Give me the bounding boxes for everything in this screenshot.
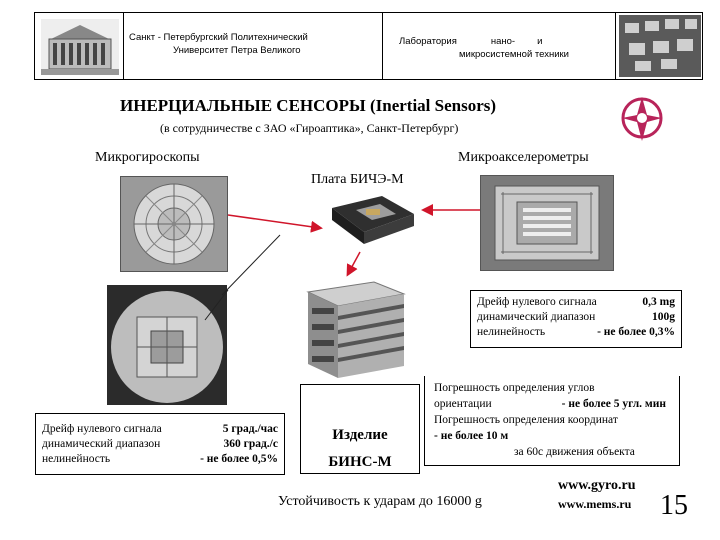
- url-mems[interactable]: www.mems.ru: [558, 497, 632, 511]
- gyros-label: Микрогироскопы: [95, 150, 200, 165]
- accuracy-spec-box: Погрешность определения углов ориентации…: [428, 376, 672, 462]
- line-gyro-to-wafer: [221, 234, 281, 296]
- arrow-gyro-to-board: [227, 214, 323, 233]
- accuracy-frame: [424, 376, 680, 466]
- page-title: ИНЕРЦИАЛЬНЫЕ СЕНСОРЫ (Inertial Sensors): [120, 96, 497, 115]
- company-logo-icon: [620, 95, 664, 145]
- microchip-photo: [619, 15, 701, 77]
- page-subtitle: (в сотрудничестве с ЗАО «Гироаптика», Са…: [160, 121, 459, 135]
- url-gyro[interactable]: www.gyro.ru: [558, 478, 636, 493]
- product-label-2: БИНС-М: [328, 454, 392, 470]
- university-building-image: [41, 19, 119, 75]
- product-box: Изделие БИНС-М: [300, 384, 420, 474]
- header-divider-3: [615, 13, 616, 79]
- microgyroscope-photo: [120, 176, 228, 272]
- page-number: 15: [660, 490, 688, 521]
- board-photo: [322, 190, 422, 250]
- accels-label: Микроакселерометры: [458, 150, 589, 165]
- bins-m-device-photo: [296, 278, 416, 382]
- shock-resistance-text: Устойчивость к ударам до 16000 g: [278, 494, 482, 509]
- university-name: Санкт - Петербургский Политехнический Ун…: [129, 32, 308, 56]
- header-frame: Санкт - Петербургский Политехнический Ун…: [34, 12, 703, 80]
- product-label-1: Изделие: [332, 427, 388, 443]
- microaccelerometer-photo: [480, 175, 614, 271]
- wafer-photo: [107, 285, 227, 405]
- board-label: Плата БИЧЭ-М: [311, 172, 404, 187]
- gyro-spec-row: нелинейность- не более 0,5%: [42, 453, 278, 465]
- header-divider-1: [123, 13, 124, 79]
- accel-spec-row: нелинейность- не более 0,3%: [477, 326, 675, 338]
- header-divider-2: [382, 13, 383, 79]
- arrow-board-to-device: [346, 251, 361, 277]
